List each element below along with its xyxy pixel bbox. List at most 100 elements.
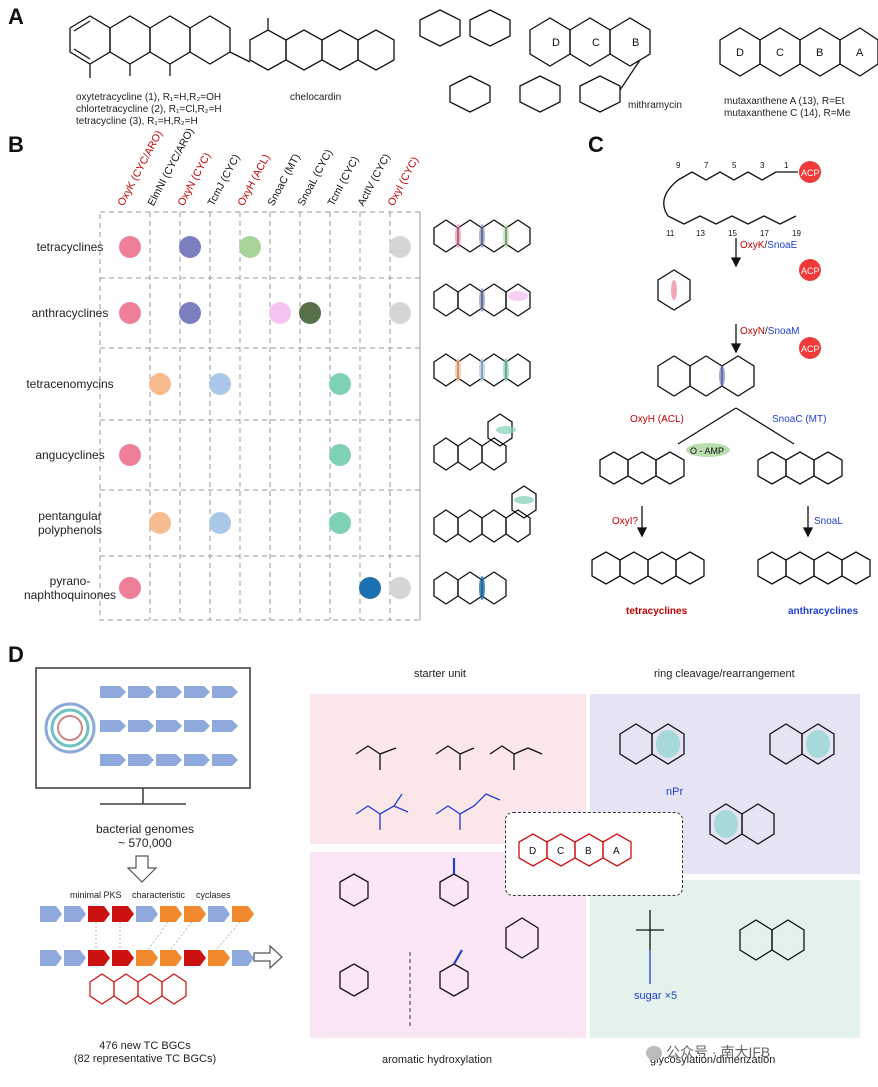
genomes-line2: ~ 570,000 [118,836,172,850]
mithramycin-structure [419,9,651,113]
presence-dot [389,236,411,258]
characteristic-label: characteristic [132,890,186,900]
presence-dot [179,236,201,258]
presence-dot [119,302,141,324]
chelocardin-structure [249,18,395,71]
panel-c-pathway: ACP ACP ACP O - AMP 9 7 5 3 1 11 13 15 1… [591,161,871,585]
circular-genome-icon [44,702,96,754]
bgc-line2: (82 representative TC BGCs) [73,1053,217,1065]
mithra-ring-b: B [632,37,639,49]
ring-b-highlight [714,810,738,838]
scaffold-ring-b: B [585,846,592,857]
tc-scaffold-red [89,973,187,1005]
svg-text:ACP: ACP [801,266,820,276]
chain-number: 7 [704,161,709,170]
panel-b-letter: B [8,132,24,157]
watermark-text: 公众号 · 南大IFB [666,1044,771,1060]
muta-ring-a: A [856,47,864,59]
scaffold-ring-c: C [557,846,564,857]
chain-number: 15 [728,229,737,238]
mutaxanthene-names: mutaxanthene A (13), R=Et mutaxanthene C… [724,96,850,120]
muta-ring-c: C [776,47,784,59]
presence-dot [209,512,231,534]
panel-d-letter: D [8,642,24,667]
row-label: anthracyclines [31,306,109,320]
chain-number: 1 [784,161,789,170]
presence-dot [329,512,351,534]
arrow-left-branch [677,407,737,445]
presence-dot [389,577,411,599]
panel-b-scaffolds [433,219,537,605]
product-tetracyclines: tetracyclines [626,606,688,617]
panel-b-grid [99,211,421,621]
presence-dot [329,373,351,395]
oxyk-label: OxyK [740,240,765,251]
scaffold-pentangular [433,485,537,543]
mutaxanthene-a-label: mutaxanthene A (13), R=Et [724,96,845,107]
glycosylation-title: glycosylation/dimerization [650,1054,776,1066]
oxyh-label: OxyH (ACL) [630,414,684,425]
presence-dot [179,302,201,324]
ring-cleavage-structures [619,723,835,845]
sugar-label: sugar ×5 [634,990,678,1002]
minimal-pks-label: minimal PKS [70,890,122,900]
starter-unit-title: starter unit [414,668,466,680]
bgc-line1: 476 new TC BGCs [99,1040,191,1052]
muta-ring-d: D [736,47,744,59]
scaffold-anthracyclines [433,283,531,317]
chain-number: 9 [676,161,681,170]
npr-label: nPr [666,786,684,798]
down-arrow-icon [126,855,158,883]
muta-ring-b: B [816,47,823,59]
scaffold-pyranonaphthoquinones [433,571,507,605]
mutaxanthene-c-label: mutaxanthene C (14), R=Me [724,108,851,119]
genomes-line1: bacterial genomes [95,822,195,836]
oxyn-label: OxyN [740,326,765,337]
chelocardin-label: chelocardin [290,92,342,103]
panel-c-letter: C [588,132,604,157]
polyketide-chain-bottom [667,215,797,225]
amp-label: O - AMP [690,446,724,456]
bgc-row-2 [40,950,254,966]
oxytetracycline-label: oxytetracycline (1), R₁=H,R₂=OH [76,92,222,103]
amp-highlight [686,443,730,457]
presence-dot [389,302,411,324]
chain-number: 3 [760,161,765,170]
row-label: pyrano-naphthoquinones [23,574,117,602]
snoac-label: SnoaC (MT) [772,414,827,425]
bgc-caption: 476 new TC BGCs (82 representative TC BG… [60,1040,230,1066]
row-label: tetracyclines [36,240,104,254]
aromatic-hydroxylation-title: aromatic hydroxylation [382,1054,493,1066]
glycosylation-structures [636,910,805,984]
mutaxanthene-structure [719,27,878,77]
scaffold-ring-d: D [529,846,536,857]
row-label: angucyclines [35,448,105,462]
genomes-caption: bacterial genomes ~ 570,000 [60,822,230,850]
watermark: 公众号 · 南大IFB [646,1042,770,1062]
tetracycline-structure [69,15,251,78]
snoal-label: SnoaL [814,516,843,527]
acp-3: ACP [799,337,821,359]
scaffold-tetracenomycins [433,353,531,387]
scaffold-angucyclines [433,413,516,471]
chain-number: 17 [760,229,769,238]
starter-unit-structures [355,745,543,830]
scaffold-tetracyclines [433,219,531,253]
svg-text:ACP: ACP [801,168,820,178]
row-label: tetracenomycins [26,377,114,391]
hydroxylation-structures [339,858,539,1028]
mithra-ring-d: D [552,37,560,49]
ring-a-highlight-2 [806,730,830,758]
tetracycline-names: oxytetracycline (1), R₁=H,R₂=OH chlortet… [76,92,222,128]
svg-text:ACP: ACP [801,344,820,354]
presence-dot [299,302,321,324]
mithra-ring-c: C [592,37,600,49]
tetracycline-label: tetracycline (3), R₁=H,R₂=H [76,116,198,127]
acp-2: ACP [799,259,821,281]
panel-a-letter: A [8,4,24,29]
snoam-label: SnoaM [767,326,800,337]
scaffold-ring-a: A [613,846,620,857]
bgc-alignment [40,906,254,1005]
step2-enzymes: OxyN/SnoaM [740,326,800,337]
wechat-icon [646,1046,662,1061]
